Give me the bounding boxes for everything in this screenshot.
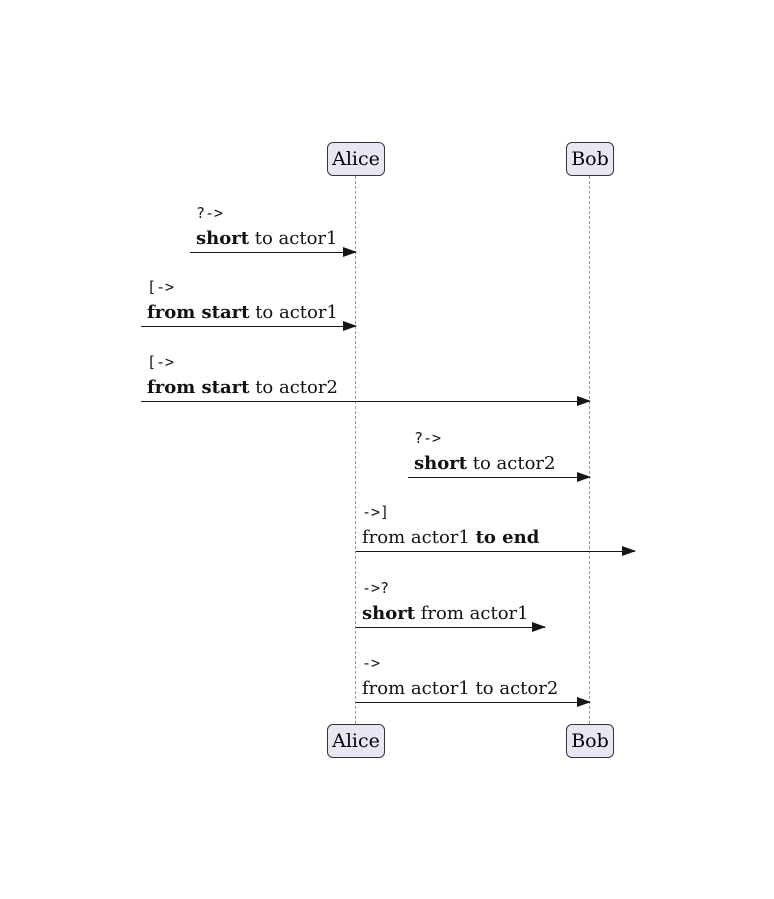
- message-arrow: [408, 471, 591, 482]
- arrowhead-icon: [577, 696, 591, 707]
- message-operator-code: [->: [147, 353, 175, 371]
- message-arrow: [356, 621, 546, 632]
- message-label: short from actor1: [356, 600, 545, 627]
- message-short-to-actor1: ?-> short to actor1: [190, 201, 357, 257]
- message-label: short to actor1: [190, 225, 356, 252]
- message-label: short to actor2: [408, 450, 590, 477]
- message-arrow: [141, 395, 591, 406]
- message-operator-code: ?->: [414, 429, 442, 447]
- message-text-part: to actor1: [249, 302, 338, 323]
- actor-label-bob: Bob: [571, 148, 609, 170]
- arrowhead-icon: [343, 246, 357, 257]
- message-from-start-to-actor1: [-> from start to actor1: [141, 275, 357, 331]
- message-from-actor1-to-actor2: -> from actor1 to actor2: [356, 651, 591, 707]
- actor-label-alice: Alice: [332, 148, 380, 170]
- message-label: from start to actor2: [141, 374, 590, 401]
- message-arrow: [356, 696, 591, 707]
- message-text-part: short: [362, 603, 416, 624]
- message-label: from actor1 to end: [356, 524, 635, 551]
- message-text-part: short: [196, 228, 250, 249]
- message-operator-code: [->: [147, 278, 175, 296]
- message-text-part: from start: [147, 302, 250, 323]
- message-operator-code: ->]: [362, 503, 390, 521]
- message-text-part: from actor1: [415, 603, 529, 624]
- message-text-part: from actor1: [362, 527, 476, 548]
- message-text-part: to actor2: [249, 377, 338, 398]
- lifeline-bob: [589, 176, 590, 724]
- message-label: from start to actor1: [141, 299, 356, 326]
- message-from-start-to-actor2: [-> from start to actor2: [141, 350, 591, 406]
- message-operator-code: ->?: [362, 579, 390, 597]
- actor-box-bob-top: Bob: [566, 142, 614, 176]
- message-operator-code: ->: [362, 654, 381, 672]
- message-arrow: [141, 320, 357, 331]
- message-text-part: to end: [475, 527, 540, 548]
- message-short-to-actor2: ?-> short to actor2: [408, 426, 591, 482]
- message-text-part: short: [414, 453, 468, 474]
- lifeline-alice: [355, 176, 356, 724]
- arrowhead-icon: [622, 545, 636, 556]
- message-text-part: to actor1: [249, 228, 338, 249]
- actor-label-alice: Alice: [332, 730, 380, 752]
- actor-box-bob-bottom: Bob: [566, 724, 614, 758]
- message-arrow: [356, 545, 636, 556]
- message-short-from-actor1: ->? short from actor1: [356, 576, 546, 632]
- arrowhead-icon: [577, 395, 591, 406]
- message-arrow: [190, 246, 357, 257]
- actor-box-alice-bottom: Alice: [327, 724, 385, 758]
- message-text-part: from start: [147, 377, 250, 398]
- actor-box-alice-top: Alice: [327, 142, 385, 176]
- message-label: from actor1 to actor2: [356, 675, 590, 702]
- arrowhead-icon: [532, 621, 546, 632]
- message-text-part: from actor1 to actor2: [362, 678, 559, 699]
- message-text-part: to actor2: [467, 453, 556, 474]
- actor-label-bob: Bob: [571, 730, 609, 752]
- arrowhead-icon: [343, 320, 357, 331]
- arrowhead-icon: [577, 471, 591, 482]
- message-from-actor1-to-end: ->] from actor1 to end: [356, 500, 636, 556]
- message-operator-code: ?->: [196, 204, 224, 222]
